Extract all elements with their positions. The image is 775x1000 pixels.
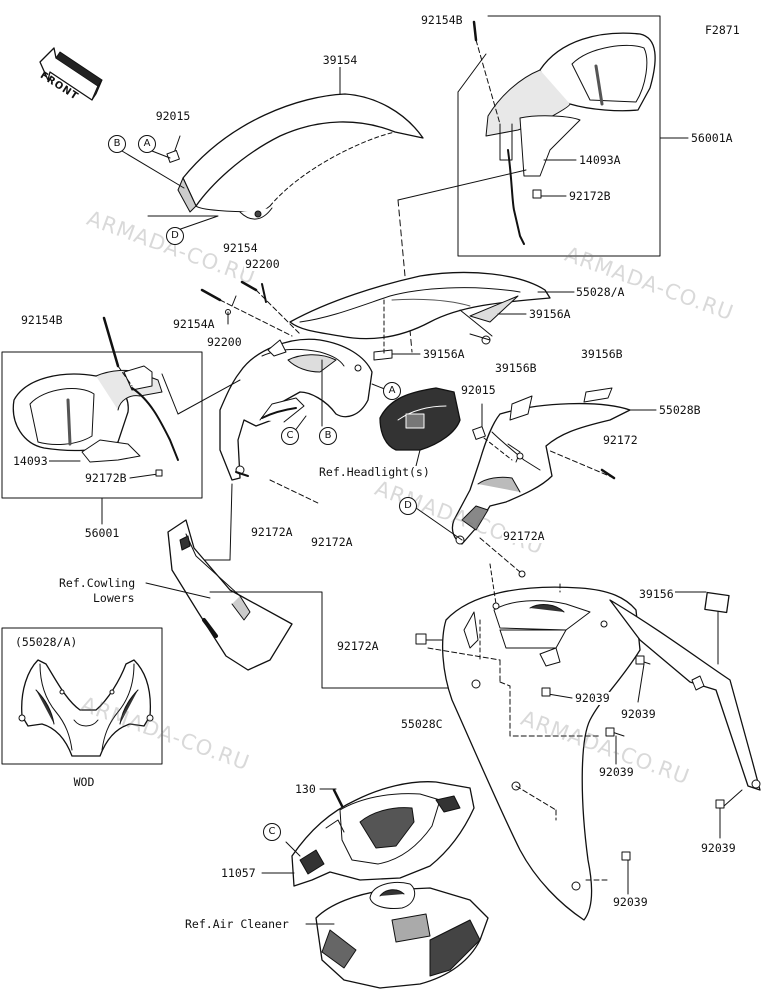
inset-title: (55028/A) [14,635,79,649]
side-panel-shape [451,402,631,545]
part-label: 39156A [422,347,466,361]
part-label: 92154 [222,241,259,255]
windshield-shape [177,93,424,220]
part-label: 92172A [502,529,546,543]
figure-code: F2871 [705,23,740,37]
part-label: 92039 [612,895,649,909]
callout-c: C [281,427,299,445]
part-label: 92039 [574,691,611,705]
ref-label-headlight: Ref.Headlight(s) [318,465,431,479]
part-label: 92172 [602,433,639,447]
part-label: 39154 [321,53,359,67]
part-label: 56001 [83,526,121,540]
part-label: 92172A [310,535,354,549]
callout-d: D [166,227,184,245]
part-label: 92172B [84,471,128,485]
side-cowl-shape [441,586,641,921]
cowling-lower-shape [167,519,293,671]
part-label: 55028/A [575,285,626,299]
part-label: 92039 [700,841,737,855]
callout-b: B [108,135,126,153]
left-mirror-shape [12,365,179,463]
part-label: 130 [294,782,317,796]
part-label: 14093 [12,454,49,468]
callout-a: A [383,382,401,400]
part-label: 92172A [250,525,294,539]
part-label: 56001A [690,131,734,145]
part-label: 92200 [244,257,281,271]
inset-caption: WOD [72,775,96,789]
air-cleaner-shape [315,882,489,989]
callout-a: A [138,135,156,153]
part-label: 92039 [598,765,635,779]
part-label: 92172A [336,639,380,653]
part-label: 39156 [638,587,675,601]
part-label: 14093A [578,153,622,167]
ref-label-cowling-lowers: Lowers [92,591,136,605]
part-label: 92172B [568,189,612,203]
part-label: 55028C [400,717,444,731]
part-label: 92154B [20,313,64,327]
part-label: 39156B [494,361,538,375]
callout-d: D [399,497,417,515]
inner-bracket-shape [291,781,475,887]
right-mirror-shape [485,32,656,245]
center-cowl-shape [219,338,373,481]
ref-label-air-cleaner: Ref.Air Cleaner [184,917,290,931]
upper-cowl-wod-shape [18,659,154,757]
callout-b: B [319,427,337,445]
part-label: 39156A [528,307,572,321]
headlight-shape [379,387,461,451]
part-label: 39156B [580,347,624,361]
part-label: 11057 [220,866,257,880]
part-label: 92200 [206,335,243,349]
front-arrow-icon [39,47,103,101]
part-label: 92015 [460,383,497,397]
part-label: 92154B [420,13,464,27]
part-label: 55028B [658,403,702,417]
part-label: 92039 [620,707,657,721]
ref-label-cowling-lowers: Ref.Cowling [58,576,137,590]
upper-cowl-shape [289,271,551,345]
part-label: 92015 [154,109,192,123]
callout-c: C [263,823,281,841]
part-label: 92154A [172,317,216,331]
